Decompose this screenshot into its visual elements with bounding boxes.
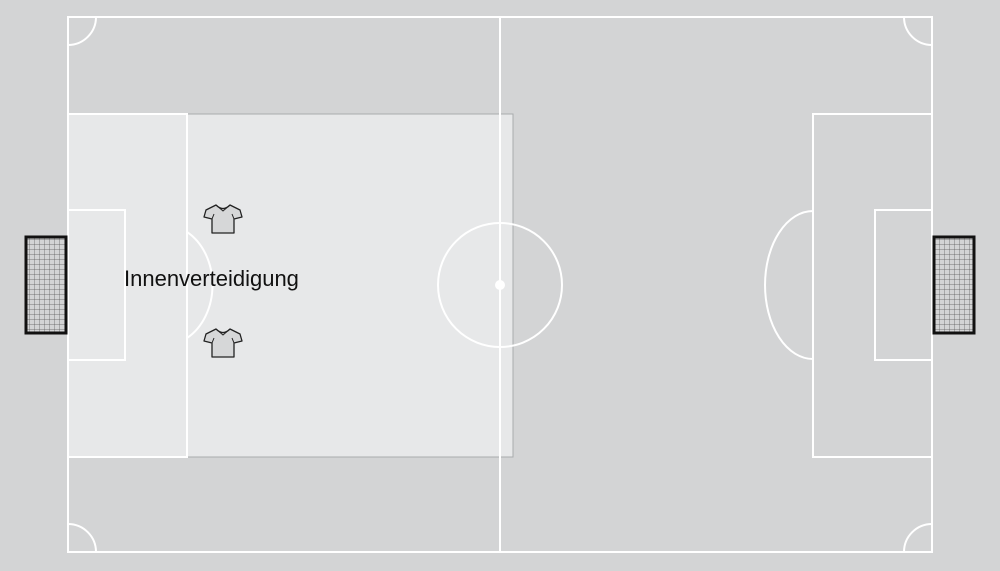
left-goal-area: [67, 209, 126, 361]
player-shirt-icon: [203, 328, 243, 358]
right-goal: [932, 235, 976, 335]
corner-arc: [903, 523, 933, 553]
right-penalty-area: [812, 113, 933, 458]
corner-arc: [903, 16, 933, 46]
right-penalty-arc: [764, 210, 814, 360]
corner-arc: [67, 523, 97, 553]
center-circle: [437, 222, 563, 348]
right-goal-area: [874, 209, 933, 361]
zone-label: Innenverteidigung: [124, 266, 299, 291]
corner-arc: [67, 16, 97, 46]
player-shirt-icon: [203, 204, 243, 234]
left-penalty-arc: [186, 231, 214, 339]
pitch-lines: [67, 16, 933, 553]
center-spot: [495, 280, 505, 290]
left-goal: [24, 235, 68, 335]
